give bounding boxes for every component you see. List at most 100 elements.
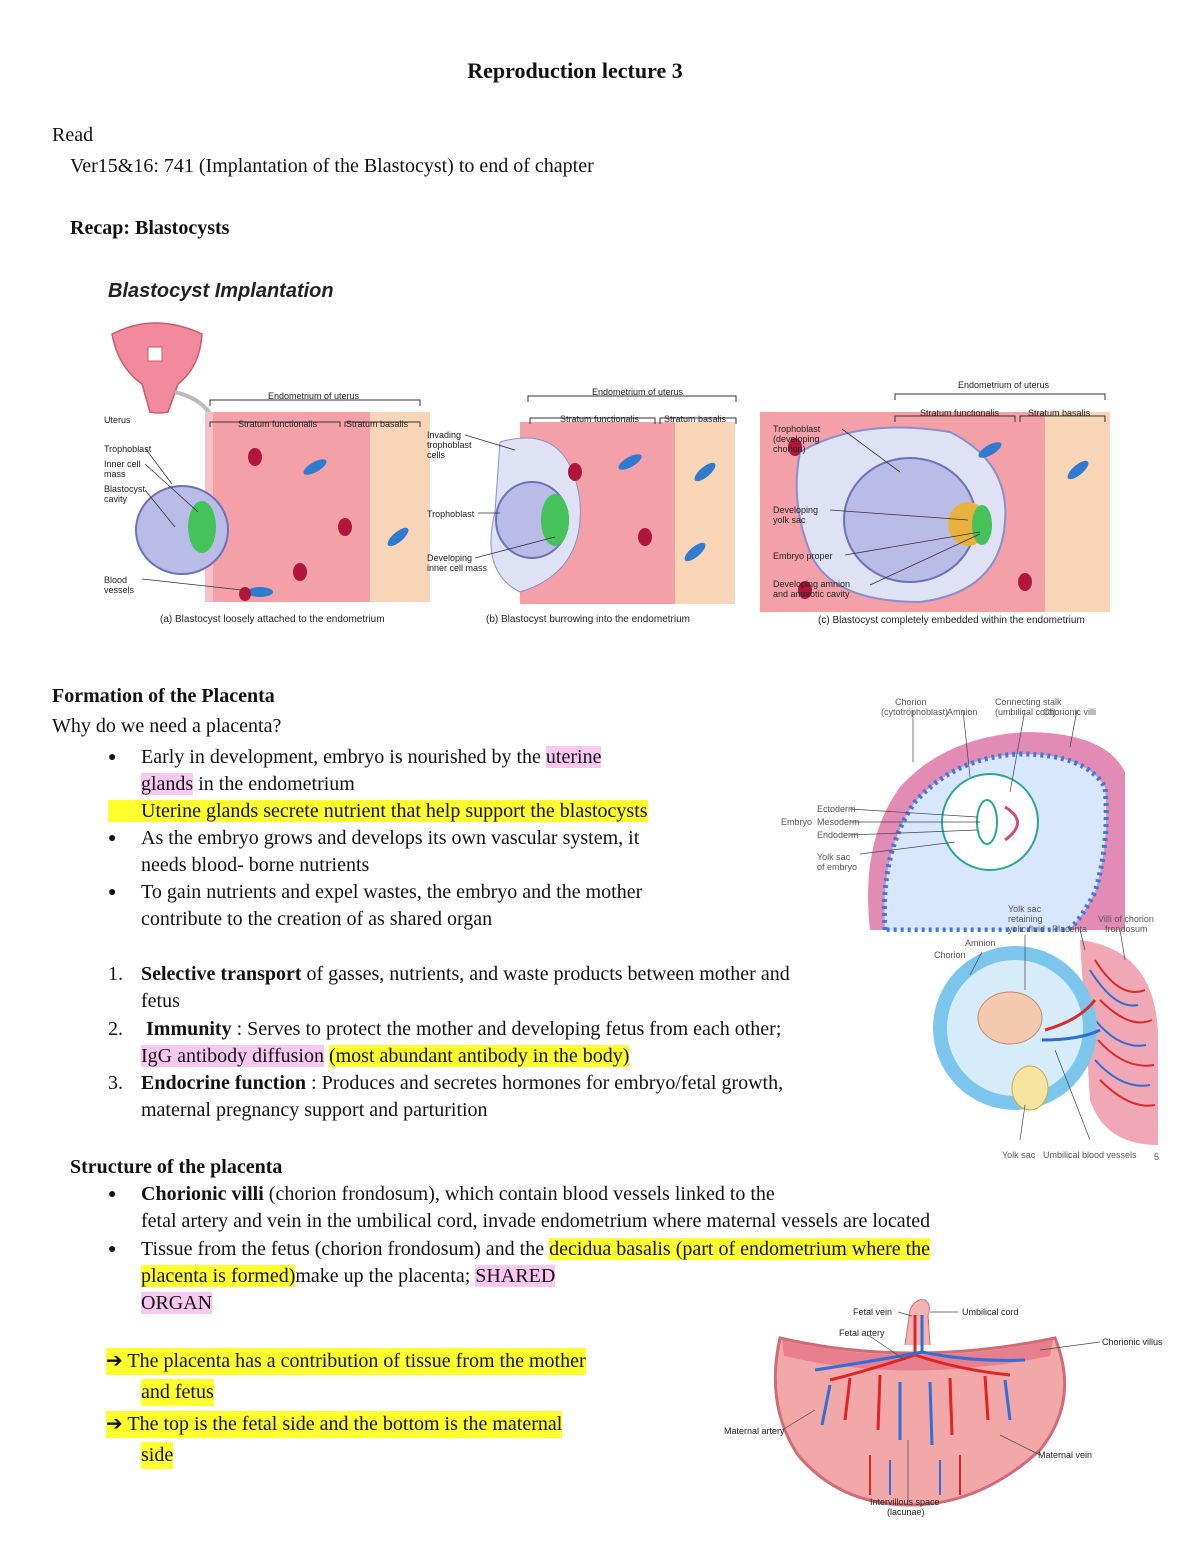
structure-bullet-1-line-2: fetal artery and vein in the umbilical c… <box>141 1210 931 1232</box>
label-a-cavity-1: Blastocyst <box>104 484 146 494</box>
placenta-crosssection-illustration <box>773 1299 1101 1507</box>
label-f2-chorion-1: Chorion <box>895 697 927 707</box>
caption-a: (a) Blastocyst loosely attached to the e… <box>160 614 385 625</box>
placenta-crosssection-figure: Fetal vein Umbilical cord Fetal artery C… <box>720 1290 1170 1525</box>
label-f2-endoderm: Endoderm <box>817 830 859 840</box>
label-f3-chorion: Chorion <box>934 950 966 960</box>
structure-heading: Structure of the placenta <box>70 1156 283 1178</box>
label-f4-fetal-vein: Fetal vein <box>853 1307 893 1317</box>
label-uterus: Uterus <box>104 415 131 425</box>
label-f2-mesoderm: Mesoderm <box>817 817 860 827</box>
arrow-right-icon: ➔ <box>106 1413 128 1435</box>
label-b-trophoblast: Trophoblast <box>427 509 475 519</box>
bullet-4-line-1: To gain nutrients and expel wastes, the … <box>141 881 643 903</box>
label-c-troph-3: chorion) <box>773 444 806 454</box>
label-f3-umbilical: Umbilical blood vessels <box>1043 1150 1137 1160</box>
label-f4-umbilical-cord: Umbilical cord <box>962 1307 1019 1317</box>
item-3-line-2: maternal pregnancy support and parturiti… <box>141 1099 488 1121</box>
label-f3-placenta: Placenta <box>1052 924 1088 934</box>
label-b-invading-3: cells <box>427 450 446 460</box>
placenta-heading: Formation of the Placenta <box>52 685 275 707</box>
arrow-1-line-1: ➔ The placenta has a contribution of tis… <box>106 1348 586 1375</box>
label-c-basalis: Stratum basalis <box>1028 408 1091 418</box>
slide-page-number: 5 <box>1154 1152 1160 1162</box>
item-1-number: 1. <box>108 963 123 985</box>
label-f2-embryo: Embryo <box>781 817 813 827</box>
bullet-1-line-2: glands in the endometrium <box>141 773 355 795</box>
item-3-number: 3. <box>108 1072 123 1094</box>
label-a-icm-1: Inner cell <box>104 459 141 469</box>
caption-c: (c) Blastocyst completely embedded withi… <box>818 615 1085 626</box>
label-f4-intervillous-2: (lacunae) <box>887 1507 925 1517</box>
label-b-dev-icm-1: Developing <box>427 553 473 563</box>
label-c-troph-1: Trophoblast <box>773 424 821 434</box>
label-f3-yolk-sac: Yolk sac <box>1002 1150 1036 1160</box>
item-2-line-2: IgG antibody diffusion (most abundant an… <box>141 1045 630 1067</box>
embryo-chorion-figure: Chorion (cytotrophoblast) Amnion Connect… <box>765 692 1165 932</box>
label-f2-villi: Chorionic villi <box>1043 707 1097 717</box>
bullet-1-line-1: Early in development, embryo is nourishe… <box>141 746 602 768</box>
label-a-vessels-1: Blood <box>104 575 128 585</box>
label-f4-intervillous-1: Intervillous space <box>870 1497 940 1507</box>
fetus-amnion-figure: Yolk sac retaining yolic fluid Placenta … <box>930 900 1170 1170</box>
label-f4-chorionic-villus: Chorionic villus <box>1102 1337 1163 1347</box>
label-f4-fetal-artery: Fetal artery <box>839 1328 885 1338</box>
label-f3-villi-1: Villi of chorion <box>1098 914 1154 924</box>
bullet-dot: ● <box>108 750 117 765</box>
label-b-endometrium: Endometrium of uterus <box>592 387 684 397</box>
arrow-2-line-2: side <box>141 1442 174 1469</box>
label-f3-yolk-2: retaining <box>1008 914 1043 924</box>
bullet-3-line-2: needs blood- borne nutrients <box>141 854 370 876</box>
bullet-dot: ● <box>108 1187 117 1202</box>
label-a-cavity-2: cavity <box>104 494 128 504</box>
label-b-invading-1: Invading <box>427 430 462 440</box>
label-f3-yolk-1: Yolk sac <box>1008 904 1042 914</box>
structure-bullet-2-line-1: Tissue from the fetus (chorion frondosum… <box>141 1238 931 1260</box>
label-f2-stalk-2: (umbilical cord) <box>995 707 1057 717</box>
label-a-icm-2: mass <box>104 469 126 479</box>
label-f4-maternal-artery: Maternal artery <box>724 1426 785 1436</box>
label-c-amnion-1: Developing amnion <box>773 579 851 589</box>
fetus-amnion-illustration <box>933 929 1159 1145</box>
why-question: Why do we need a placenta? <box>52 715 282 737</box>
label-f3-amnion: Amnion <box>965 938 996 948</box>
label-b-basalis: Stratum basalis <box>664 414 727 424</box>
item-1-line-2: fetus <box>141 990 180 1012</box>
label-f3-yolk-3: yolic fluid <box>1008 924 1046 934</box>
recap-heading: Recap: Blastocysts <box>70 217 230 239</box>
arrow-2-line-1: ➔ The top is the fetal side and the bott… <box>106 1411 563 1438</box>
label-a-vessels-2: vessels <box>104 585 135 595</box>
structure-bullet-1-line-1: Chorionic villi (chorion frondosum), whi… <box>141 1183 775 1205</box>
label-f2-stalk-1: Connecting stalk <box>995 697 1062 707</box>
structure-bullet-2-line-2: placenta is formed)make up the placenta;… <box>141 1265 556 1287</box>
bullet-2: Uterine glands secrete nutrient that hel… <box>108 798 648 825</box>
label-c-amnion-2: and amniotic cavity <box>773 589 850 599</box>
label-c-yolk-2: yolk sac <box>773 515 806 525</box>
read-label: Read <box>52 124 94 146</box>
label-a-endometrium: Endometrium of uterus <box>268 391 360 401</box>
label-f2-yolk-2: of embryo <box>817 862 858 872</box>
bullet-dot: ● <box>108 1242 117 1257</box>
page-title: Reproduction lecture 3 <box>467 58 683 83</box>
label-c-functionalis: Stratum functionalis <box>920 408 1000 418</box>
label-f2-amnion: Amnion <box>947 707 978 717</box>
label-c-troph-2: (developing <box>773 434 820 444</box>
bullet-3-line-1: As the embryo grows and develops its own… <box>141 827 640 849</box>
figure-title: Blastocyst Implantation <box>108 280 334 302</box>
bullet-4-line-2: contribute to the creation of as shared … <box>141 908 493 930</box>
item-2-line-1: Immunity : Serves to protect the mother … <box>146 1018 782 1040</box>
label-f3-villi-2: frondosum <box>1105 924 1148 934</box>
blastocyst-illustration <box>111 322 1110 612</box>
embryo-chorion-illustration <box>849 709 1125 932</box>
label-f2-yolk-1: Yolk sac <box>817 852 851 862</box>
label-f4-maternal-vein: Maternal vein <box>1038 1450 1093 1460</box>
arrow-right-icon: ➔ <box>106 1350 128 1372</box>
read-reference: Ver15&16: 741 (Implantation of the Blast… <box>70 155 594 177</box>
label-f2-chorion-2: (cytotrophoblast) <box>881 707 949 717</box>
label-a-basalis: Stratum basalis <box>346 419 409 429</box>
label-b-functionalis: Stratum functionalis <box>560 414 640 424</box>
blastocyst-implantation-figure: Blastocyst Implantation <box>100 272 1120 642</box>
bullet-dot: ● <box>108 831 117 846</box>
label-c-embryo: Embryo proper <box>773 551 833 561</box>
structure-bullet-2-line-3: ORGAN <box>141 1292 213 1314</box>
